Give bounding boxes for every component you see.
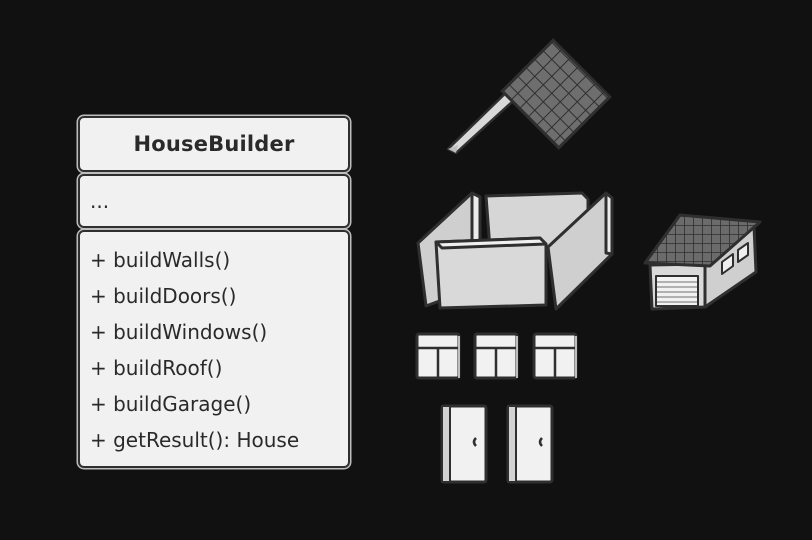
window-icon bbox=[473, 332, 519, 380]
class-fields: ... bbox=[78, 174, 350, 228]
method-build-windows: + buildWindows() bbox=[90, 320, 268, 344]
walls-icon bbox=[416, 191, 614, 311]
door-icon bbox=[440, 404, 488, 484]
method-build-garage: + buildGarage() bbox=[90, 392, 252, 416]
uml-class-housebuilder: HouseBuilder ... + buildWalls() + buildD… bbox=[78, 116, 350, 468]
method-build-roof: + buildRoof() bbox=[90, 356, 223, 380]
class-name: HouseBuilder bbox=[78, 116, 350, 172]
window-icon bbox=[415, 332, 461, 380]
method-build-doors: + buildDoors() bbox=[90, 284, 237, 308]
method-build-walls: + buildWalls() bbox=[90, 248, 231, 272]
garage-icon bbox=[643, 213, 762, 311]
door-icon bbox=[506, 404, 554, 484]
window-icon bbox=[532, 332, 578, 380]
method-get-result: + getResult(): House bbox=[90, 428, 300, 452]
class-methods: + buildWalls() + buildDoors() + buildWin… bbox=[78, 230, 350, 468]
roof-icon bbox=[446, 38, 612, 155]
